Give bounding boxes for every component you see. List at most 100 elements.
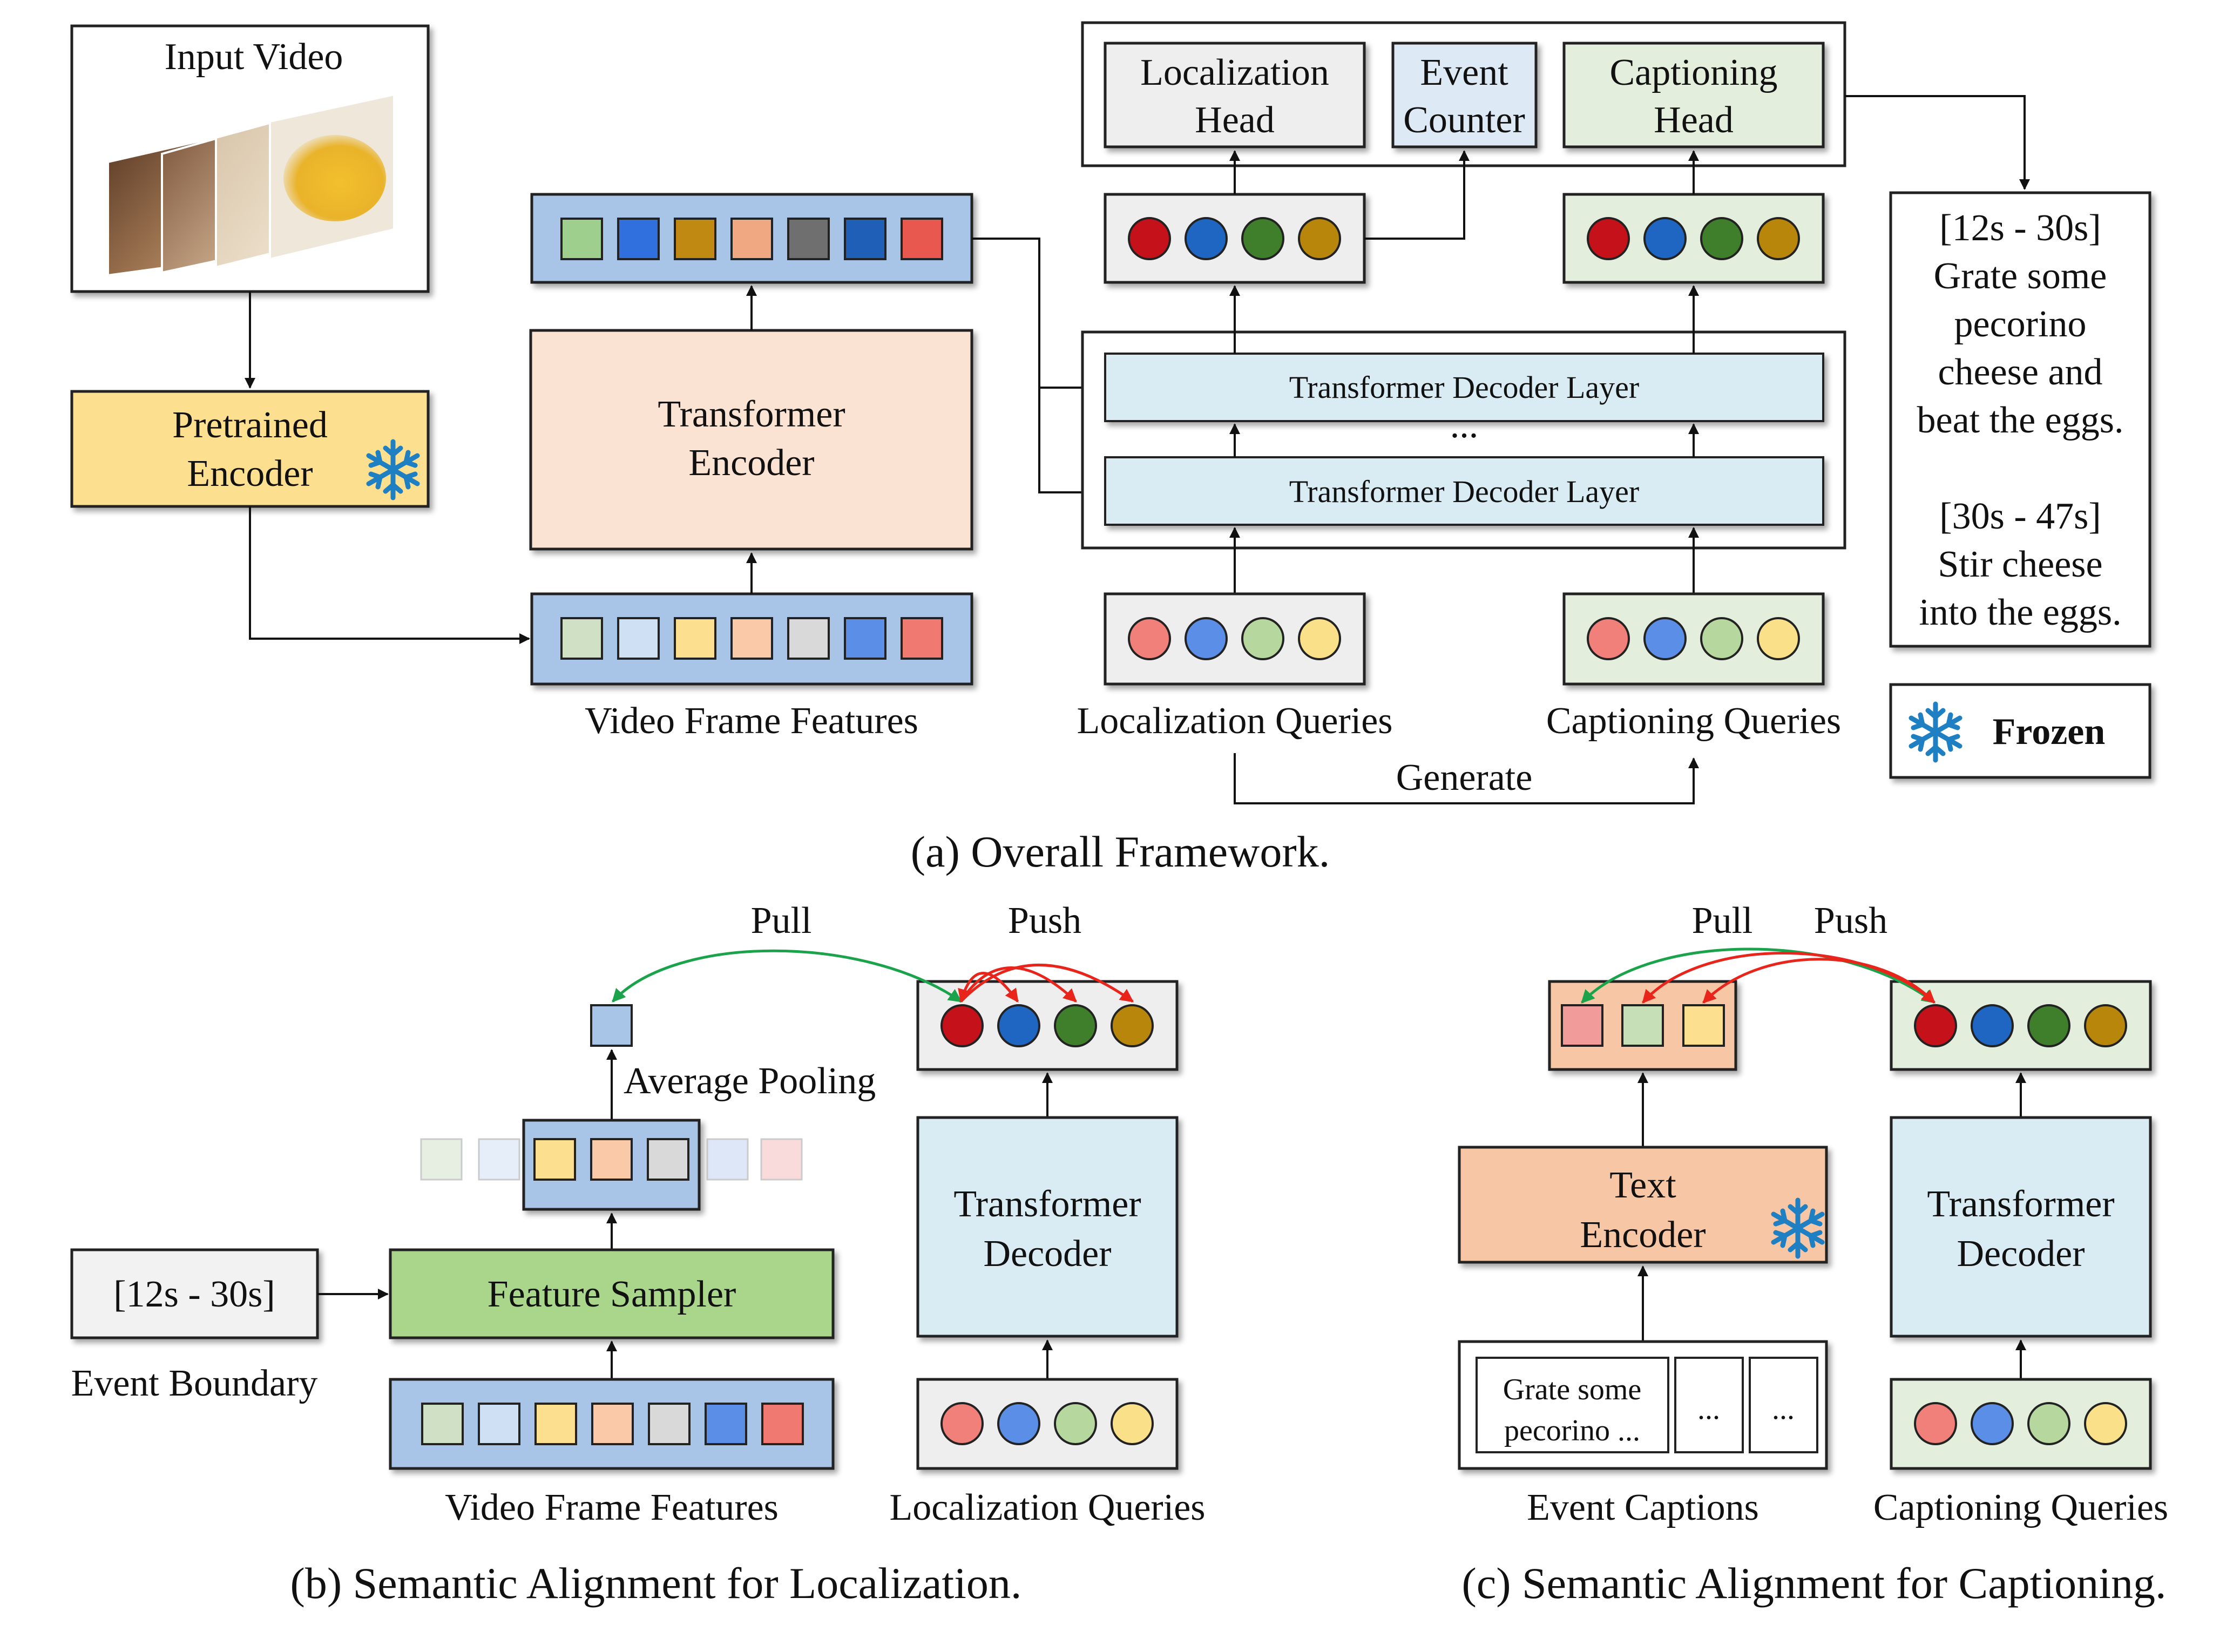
transformer-encoder-box: Transformer Encoder	[529, 329, 973, 551]
push-arrow-c-1	[1642, 952, 1936, 1004]
query-token	[1054, 1402, 1097, 1445]
output-caption-line: into the eggs.	[1919, 592, 2121, 633]
query-token	[1111, 1004, 1154, 1047]
query-token	[997, 1004, 1040, 1047]
localization-queries-label-b: Localization Queries	[889, 1487, 1205, 1528]
feature-token	[787, 218, 830, 260]
caption-a: (a) Overall Framework.	[911, 827, 1330, 876]
feature-token	[421, 1403, 464, 1445]
event-boundary-box: [12s - 30s]	[70, 1248, 319, 1339]
query-token	[1111, 1402, 1154, 1445]
caption-snippet-2: pecorino ...	[1504, 1414, 1640, 1447]
feature-token	[901, 617, 943, 660]
query-token	[1700, 617, 1743, 660]
feature-token	[617, 617, 660, 660]
transformer-encoder-label-1: Transformer	[658, 394, 845, 435]
query-token	[1298, 217, 1341, 260]
captioning-head-box: Captioning Head	[1562, 42, 1825, 148]
feature-token	[844, 218, 886, 260]
generate-label: Generate	[1396, 757, 1533, 798]
output-caption-line: cheese and	[1938, 351, 2102, 393]
output-caption-line: [12s - 30s]	[1939, 207, 2101, 249]
query-token	[1643, 217, 1687, 260]
transformer-decoder-label-b-1: Transformer	[953, 1183, 1141, 1225]
video-frame-features-label-b: Video Frame Features	[445, 1487, 779, 1528]
caption-ellipsis-2: ...	[1772, 1392, 1795, 1426]
event-counter-label-2: Counter	[1403, 99, 1525, 141]
feature-token	[617, 218, 660, 260]
localization-head-box: Localization Head	[1104, 42, 1366, 148]
localization-head-label-2: Head	[1195, 99, 1275, 141]
pretrained-encoder-label-1: Pretrained	[172, 404, 328, 446]
query-token	[1241, 217, 1284, 260]
transformer-decoder-label-c-1: Transformer	[1927, 1183, 2114, 1225]
input-video-box: Input Video	[70, 24, 430, 293]
feature-token	[560, 617, 603, 660]
pretrained-encoder-box: Pretrained Encoder	[70, 390, 430, 508]
input-video-label: Input Video	[165, 36, 343, 78]
feature-token	[560, 218, 603, 260]
caption-snippet-1: Grate some	[1503, 1373, 1642, 1406]
query-token	[1971, 1402, 2014, 1445]
decoder-layer-top: Transformer Decoder Layer	[1104, 353, 1824, 422]
feature-token	[478, 1403, 520, 1445]
caption-c: (c) Semantic Alignment for Captioning.	[1462, 1559, 2167, 1608]
feature-token	[844, 617, 886, 660]
localization-head-label-1: Localization	[1140, 52, 1329, 93]
decoded-captioning-queries-panel	[1562, 193, 1825, 284]
average-pooling-label: Average Pooling	[624, 1060, 876, 1102]
event-boundary-value: [12s - 30s]	[113, 1274, 275, 1315]
push-label-c: Push	[1814, 900, 1887, 942]
transformer-decoder-label-c-2: Decoder	[1957, 1233, 2085, 1275]
feature-sampler-label: Feature Sampler	[488, 1274, 736, 1315]
feature-token	[761, 1403, 804, 1445]
feature-token	[674, 218, 716, 260]
feature-token	[591, 1403, 634, 1445]
output-caption-line: [30s - 47s]	[1939, 496, 2101, 537]
text-encoder-label-2: Encoder	[1580, 1214, 1706, 1256]
feature-sampler-box: Feature Sampler	[389, 1248, 835, 1339]
encoded-features-panel	[530, 193, 973, 284]
query-token	[1914, 1004, 1957, 1047]
feature-token	[705, 1403, 747, 1445]
feature-token	[534, 1403, 577, 1445]
frozen-legend: Frozen	[1889, 683, 2151, 779]
video-frame-features-panel	[530, 592, 973, 686]
query-token	[1643, 617, 1687, 660]
event-counter-box: Event Counter	[1391, 42, 1538, 148]
captioning-queries-panel-c	[1890, 1378, 2152, 1470]
decoder-layer-bottom-label: Transformer Decoder Layer	[1289, 474, 1639, 509]
query-token	[2027, 1402, 2070, 1445]
video-frame-features-panel-b	[389, 1378, 835, 1470]
pretrained-encoder-label-2: Encoder	[187, 453, 313, 495]
event-captions-panel: Grate some pecorino ... ... ...	[1458, 1340, 1828, 1470]
feature-token	[674, 617, 716, 660]
query-token	[997, 1402, 1040, 1445]
query-token	[940, 1402, 984, 1445]
feature-token	[648, 1403, 691, 1445]
output-caption-line: Grate some	[1934, 255, 2107, 297]
event-counter-label-1: Event	[1420, 52, 1508, 93]
decoder-layer-top-label: Transformer Decoder Layer	[1289, 370, 1639, 405]
captioning-head-label-1: Captioning	[1609, 52, 1777, 93]
query-token	[1757, 217, 1800, 260]
decoded-queries-panel-c	[1890, 980, 2152, 1071]
decoder-ellipsis: ...	[1450, 404, 1479, 446]
query-token	[1757, 617, 1800, 660]
query-token	[1587, 217, 1630, 260]
pull-arrow-b	[612, 949, 963, 1003]
localization-queries-panel-b	[916, 1378, 1179, 1470]
video-frames-image	[107, 93, 395, 277]
feature-token	[730, 218, 773, 260]
pooled-feature	[590, 1004, 633, 1047]
query-token	[1700, 217, 1743, 260]
caption-ellipsis-1: ...	[1697, 1392, 1720, 1426]
push-arrow-b-3	[960, 964, 1134, 1003]
output-caption-line: beat the eggs.	[1917, 400, 2124, 441]
text-embeddings-panel	[1548, 980, 1737, 1071]
push-arrow-c-2	[1702, 958, 1936, 1004]
decoder-layer-bottom: Transformer Decoder Layer	[1104, 456, 1824, 526]
caption-b: (b) Semantic Alignment for Localization.	[290, 1559, 1022, 1608]
